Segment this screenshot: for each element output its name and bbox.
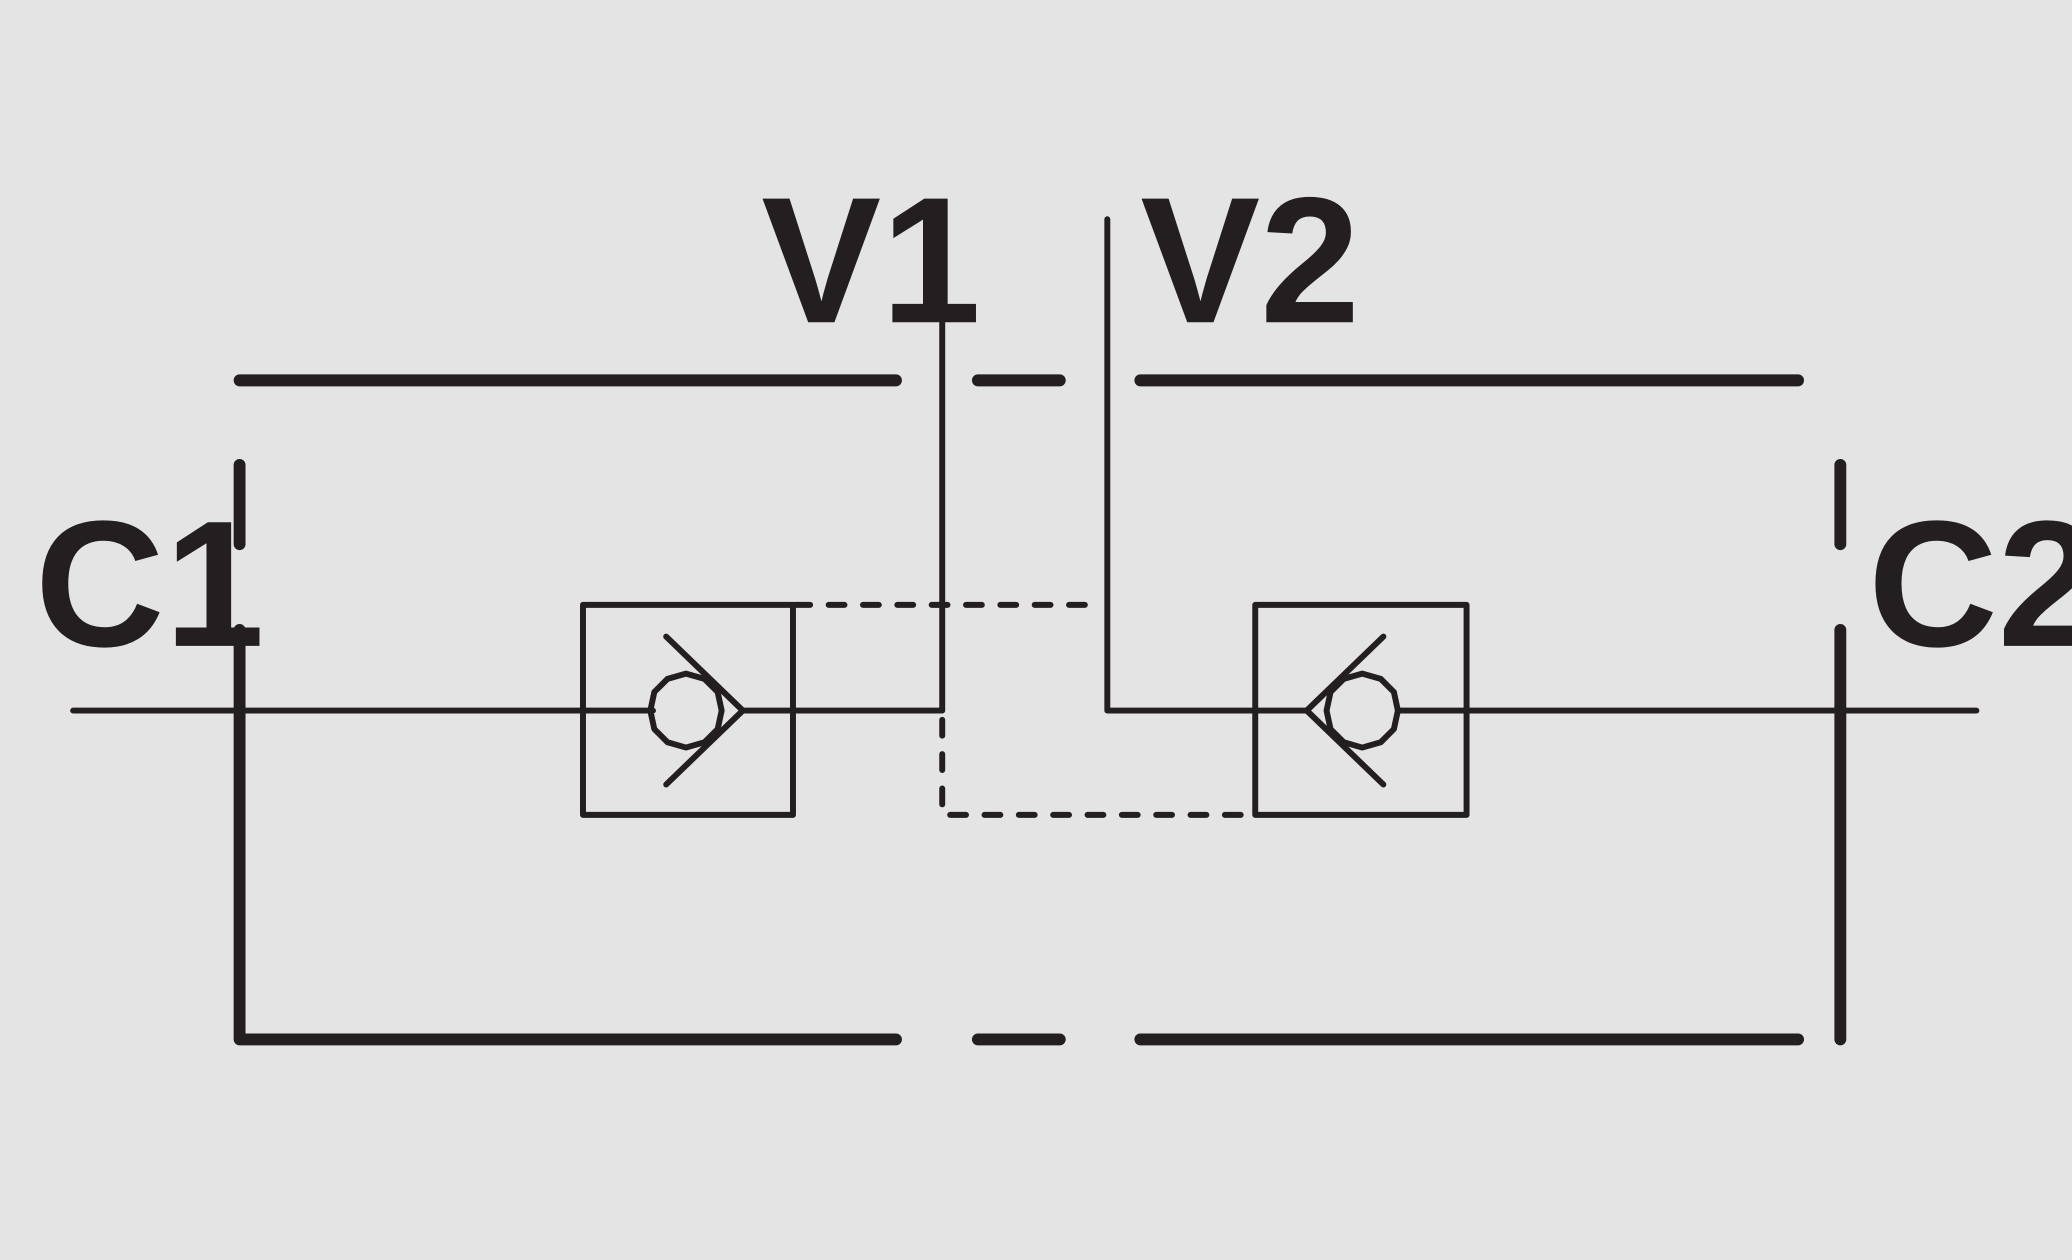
line-v2-to-right-valve	[1104, 216, 1310, 714]
pilot-lines	[791, 601, 1256, 818]
check-valve-left-ball	[647, 670, 725, 751]
check-valve-right-body	[1252, 601, 1470, 818]
check-valve-right	[1252, 601, 1470, 818]
manifold-boundary	[233, 374, 1847, 1046]
pilot-line-lower	[939, 716, 1256, 818]
boundary-bottom-left	[233, 624, 902, 1046]
port-label-v1: V1	[761, 160, 981, 361]
line-left-valve-to-v1	[739, 216, 946, 714]
check-valve-left	[580, 601, 796, 818]
port-label-c2: C2	[1868, 484, 2072, 685]
check-valve-right-seat	[1303, 633, 1387, 788]
port-label-v2: V2	[1140, 160, 1360, 361]
flow-lines	[70, 216, 1980, 714]
port-label-c1: C1	[35, 484, 265, 685]
check-valve-left-body	[580, 601, 796, 818]
schematic-lines	[70, 216, 1980, 1046]
check-valve-left-seat	[663, 633, 746, 788]
check-valve-right-ball	[1323, 670, 1401, 751]
